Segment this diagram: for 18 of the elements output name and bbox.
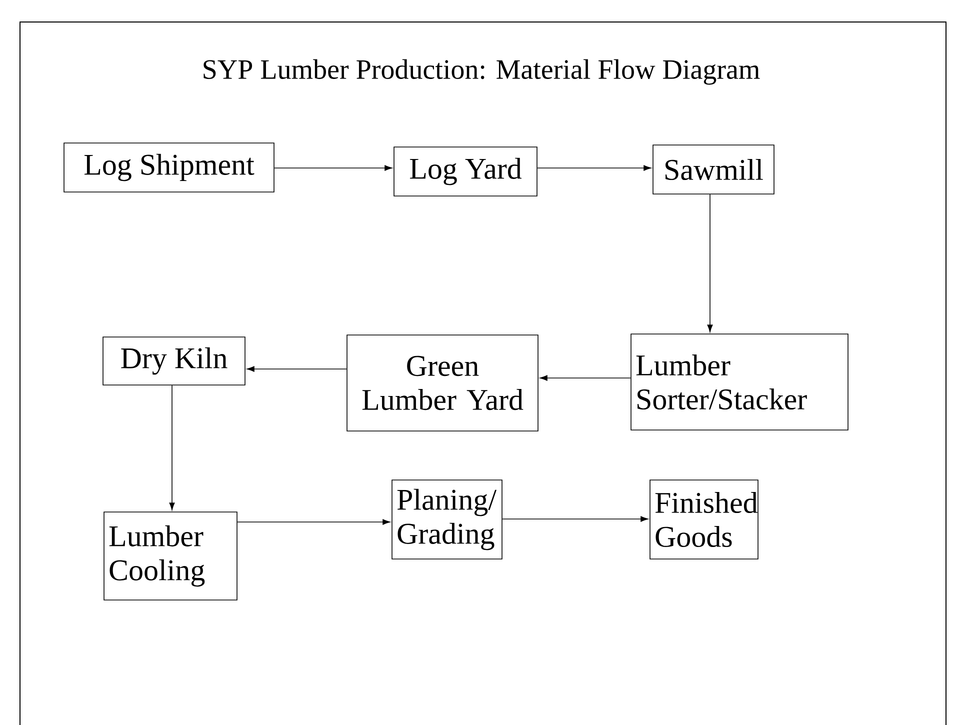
arrow <box>246 366 347 372</box>
process-box: Green Lumber Yard <box>346 334 538 432</box>
process-box: Dry Kiln <box>102 336 246 386</box>
arrow <box>169 385 175 510</box>
arrow <box>237 519 390 525</box>
process-box: Lumber Sorter/Stacker <box>630 334 848 430</box>
title: SYP Lumber Production: Material Flow Diagram <box>204 59 760 85</box>
process-box: Log Shipment <box>64 142 274 192</box>
arrow <box>502 516 648 522</box>
process-box: Lumber Cooling <box>104 512 238 600</box>
process-box: Sawmill <box>652 144 774 194</box>
arrow <box>537 165 652 171</box>
process-box: Finished Goods <box>650 480 758 560</box>
arrow <box>274 165 392 171</box>
process-box: Planing/ Grading <box>392 480 502 560</box>
process-box: Log Yard <box>394 146 538 196</box>
arrow <box>707 194 713 332</box>
arrow <box>540 375 631 381</box>
